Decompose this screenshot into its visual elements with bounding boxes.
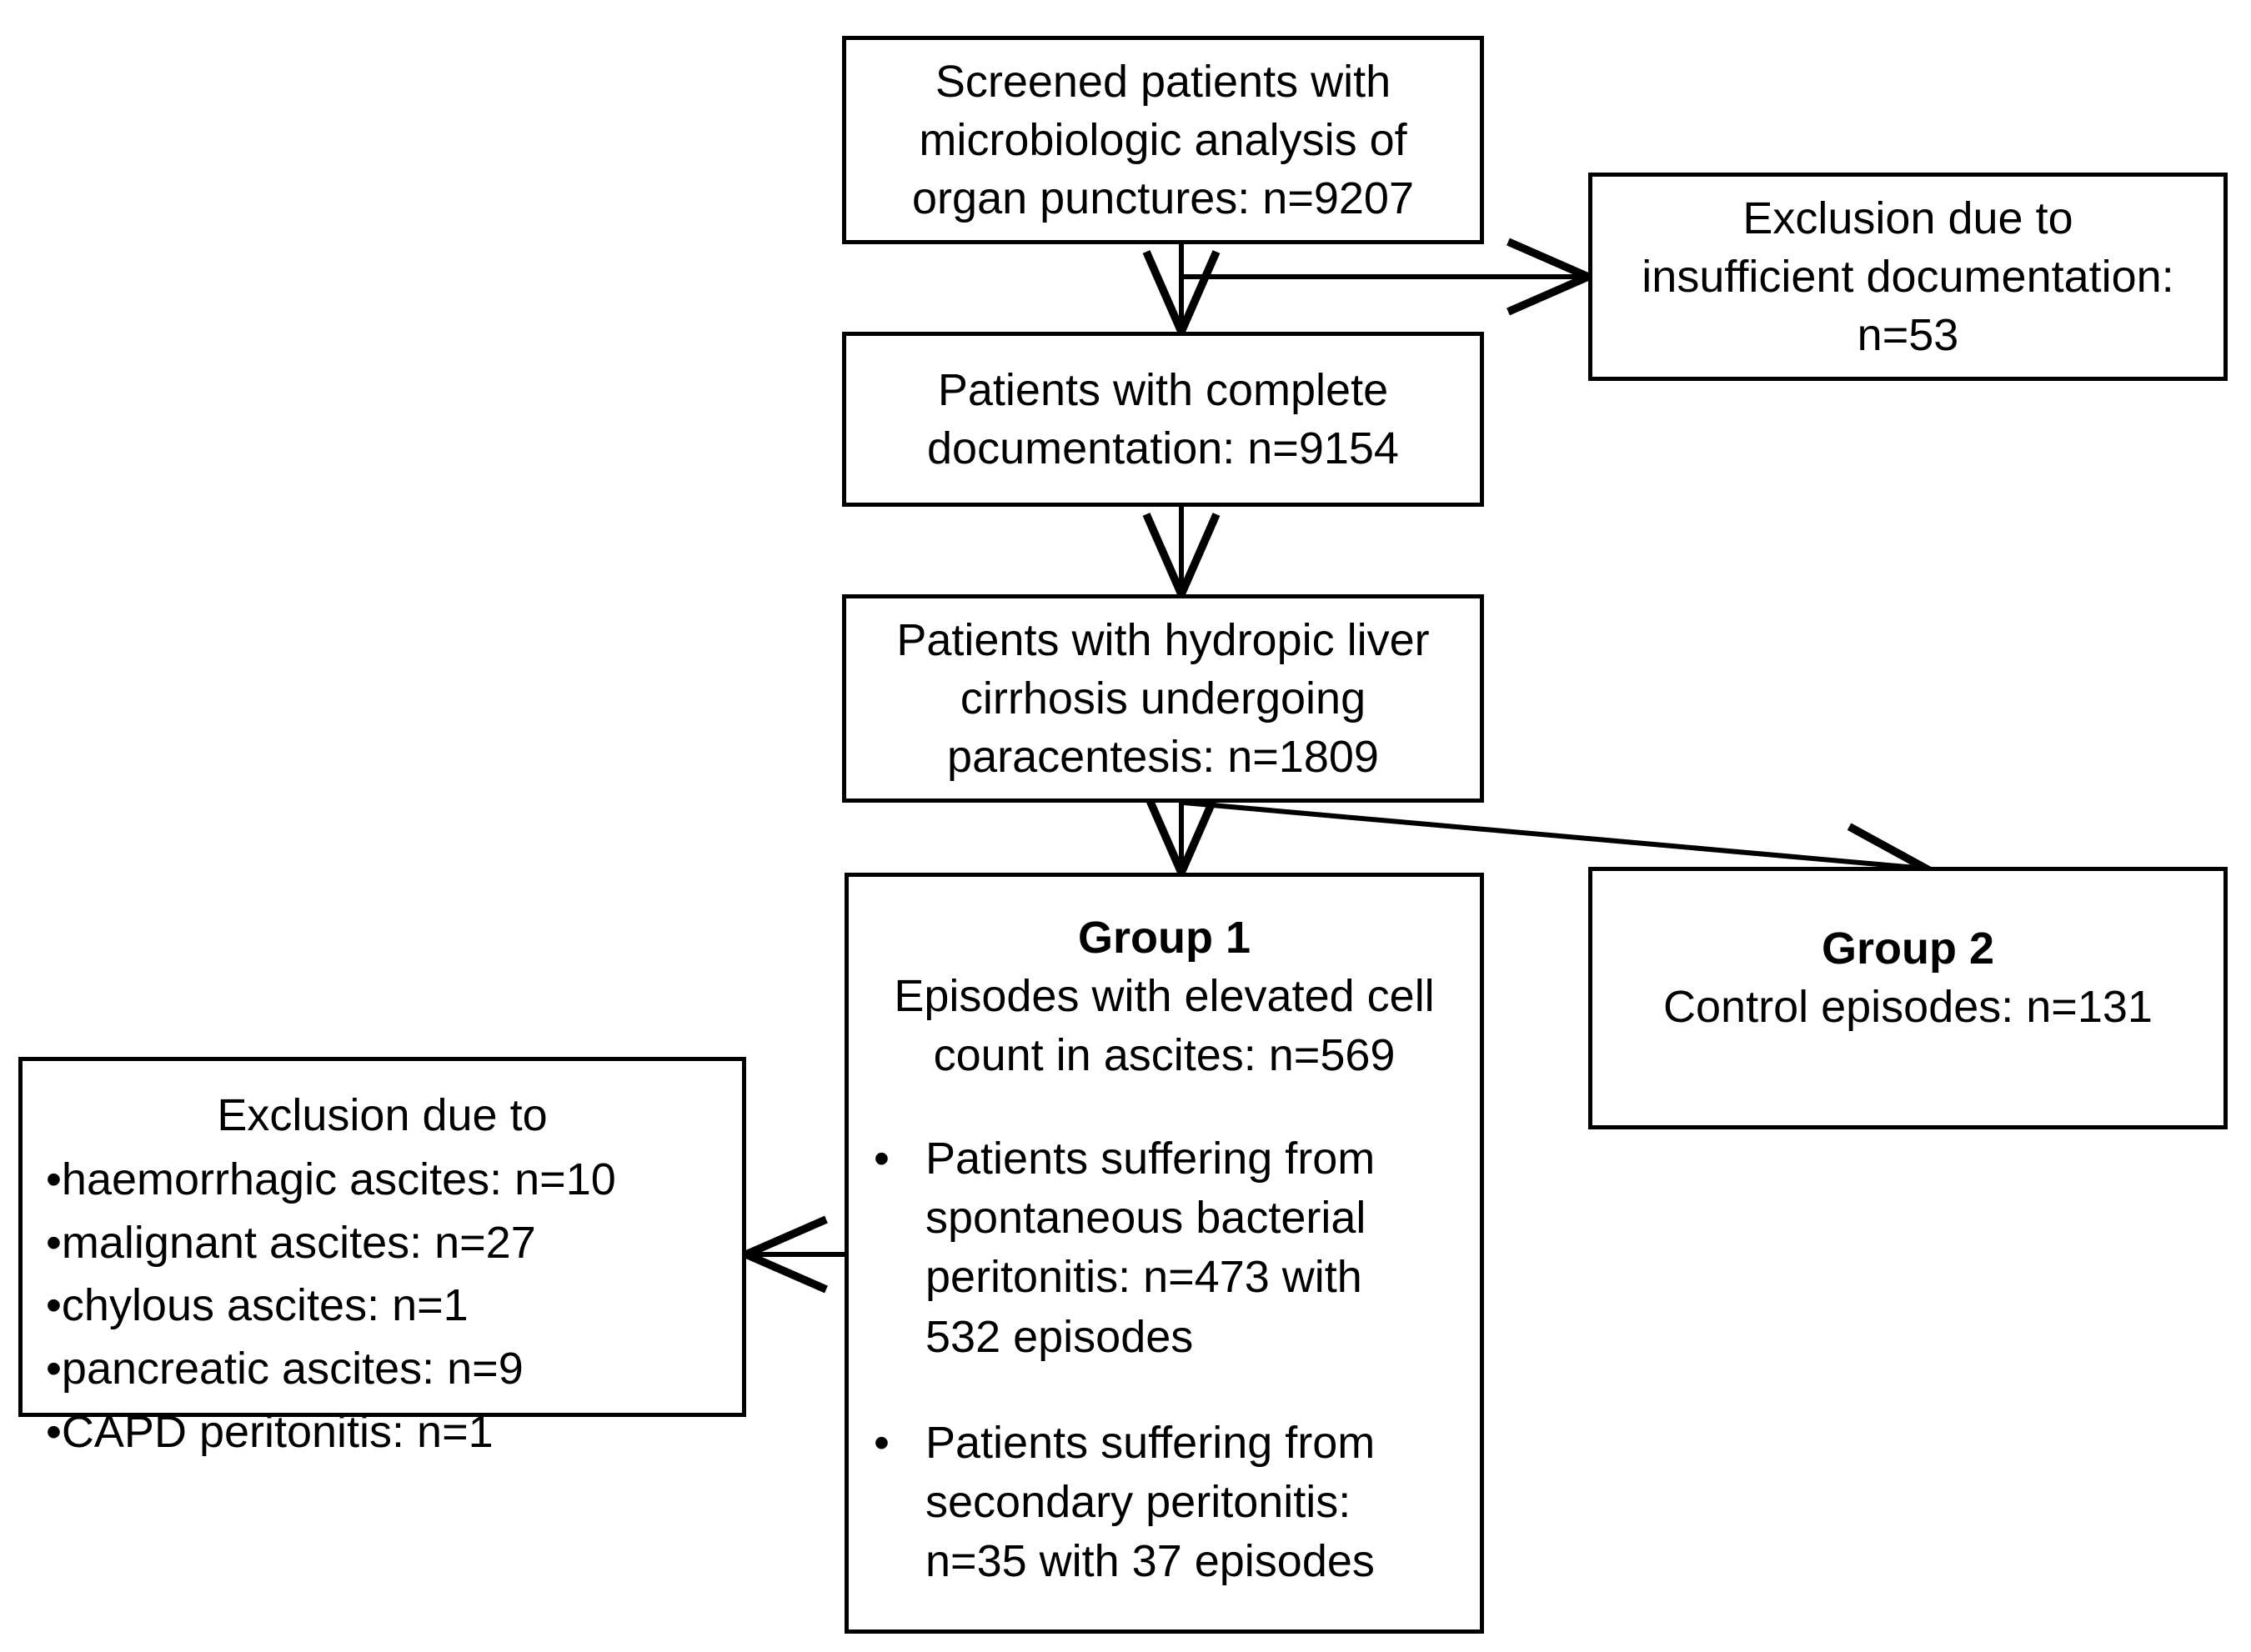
node-complete-line-2: documentation: n=9154 bbox=[927, 423, 1399, 473]
bullet-dot-icon: • bbox=[874, 1133, 890, 1184]
node-complete-line-1: Patients with complete bbox=[937, 364, 1389, 415]
group-1-title: Group 1 bbox=[1077, 913, 1251, 963]
node-exclusion-doc-line-3: n=53 bbox=[1857, 310, 1959, 361]
group-1-bullet-2-line-3: n=35 with 37 episodes bbox=[925, 1536, 1375, 1587]
exclusion-list-item: •haemorrhagic ascites: n=10 bbox=[46, 1154, 616, 1205]
bullet-dot-icon: • bbox=[874, 1417, 890, 1468]
group-1-bullet-1-line-2: spontaneous bacterial bbox=[925, 1192, 1366, 1243]
node-cirrhosis-line-1: Patients with hydropic liver bbox=[896, 614, 1430, 665]
group-1-bullet-item: • Patients suffering from spontaneous ba… bbox=[874, 1129, 1461, 1367]
group-1-bullet-1-text: Patients suffering from spontaneous bact… bbox=[925, 1129, 1461, 1367]
node-cirrhosis-line-2: cirrhosis undergoing bbox=[960, 673, 1366, 723]
edge-cirrhosis-to-group2 bbox=[1183, 800, 1936, 900]
exclusion-list-items: •haemorrhagic ascites: n=10 •malignant a… bbox=[23, 1149, 742, 1464]
group-1-bullet-1-line-1: Patients suffering from bbox=[925, 1133, 1376, 1184]
node-screened-patients: Screened patients with microbiologic ana… bbox=[842, 36, 1484, 244]
group-2-title: Group 2 bbox=[1821, 924, 1994, 974]
group-1-bullet-2-line-1: Patients suffering from bbox=[925, 1417, 1376, 1468]
node-cirrhosis-line-3: paracentesis: n=1809 bbox=[947, 732, 1379, 783]
exclusion-list-title: Exclusion due to bbox=[217, 1090, 548, 1140]
group-1-subtitle: Episodes with elevated cell count in asc… bbox=[849, 967, 1480, 1086]
node-screened-line-3: organ punctures: n=9207 bbox=[912, 173, 1414, 224]
exclusion-list-item: •malignant ascites: n=27 bbox=[46, 1217, 536, 1268]
node-screened-line-1: Screened patients with bbox=[935, 56, 1391, 107]
node-group-2: Group 2 Control episodes: n=131 bbox=[1588, 867, 2228, 1129]
group-1-bullet-2-text: Patients suffering from secondary perito… bbox=[925, 1414, 1461, 1592]
group-1-bullet-1-line-3: peritonitis: n=473 with bbox=[925, 1252, 1362, 1303]
group-1-bullet-list: • Patients suffering from spontaneous ba… bbox=[849, 1129, 1480, 1592]
node-screened-line-2: microbiologic analysis of bbox=[919, 114, 1407, 165]
exclusion-list-item: •pancreatic ascites: n=9 bbox=[46, 1344, 524, 1394]
exclusion-list-item: •CAPD peritonitis: n=1 bbox=[46, 1406, 494, 1457]
node-exclusion-insufficient-documentation: Exclusion due to insufficient documentat… bbox=[1588, 173, 2228, 381]
group-2-subtitle: Control episodes: n=131 bbox=[1607, 978, 2208, 1037]
node-exclusion-doc-line-1: Exclusion due to bbox=[1742, 193, 2073, 243]
node-group-1: Group 1 Episodes with elevated cell coun… bbox=[845, 873, 1484, 1634]
group-1-subtitle-line-1: Episodes with elevated cell bbox=[894, 971, 1435, 1022]
group-2-header: Group 2 bbox=[1607, 871, 2208, 978]
group-1-bullet-2-line-2: secondary peritonitis: bbox=[925, 1477, 1351, 1528]
group-1-header: Group 1 bbox=[849, 877, 1480, 967]
exclusion-list-item: •chylous ascites: n=1 bbox=[46, 1280, 469, 1331]
node-hydropic-liver-cirrhosis: Patients with hydropic liver cirrhosis u… bbox=[842, 594, 1484, 803]
group-1-subtitle-line-2: count in ascites: n=569 bbox=[933, 1030, 1396, 1081]
node-exclusion-doc-line-2: insufficient documentation: bbox=[1642, 251, 2174, 302]
group-2-subtitle-line-1: Control episodes: n=131 bbox=[1663, 982, 2153, 1033]
node-exclusion-criteria-list: Exclusion due to •haemorrhagic ascites: … bbox=[18, 1057, 746, 1457]
node-complete-documentation: Patients with complete documentation: n=… bbox=[842, 332, 1484, 507]
group-1-bullet-1-line-4: 532 episodes bbox=[925, 1311, 1194, 1362]
group-1-bullet-item: • Patients suffering from secondary peri… bbox=[874, 1414, 1461, 1592]
